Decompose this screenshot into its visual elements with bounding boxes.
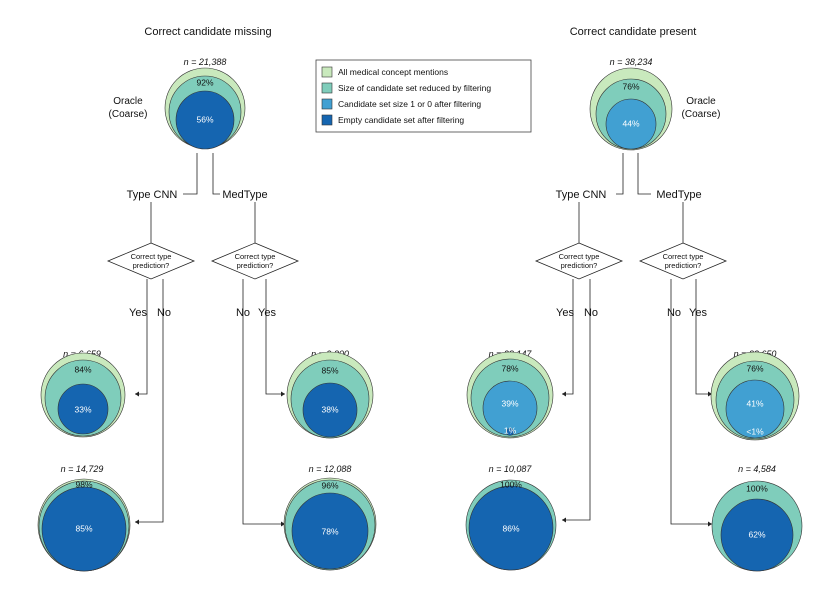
yes-label-left-cnn: Yes [129,307,147,319]
node-right-root: n = 38,234 76% 44% [589,57,673,151]
reduced-pct: 96% [321,480,338,490]
node-left-med-no: n = 12,088 96% 78% [283,464,377,571]
left-connectors [106,153,300,527]
empty-pct: 62% [748,529,765,539]
decision-subtext-right-medtype: prediction? [665,261,702,270]
empty-pct: 86% [502,523,519,533]
no-label-right-cnn: No [584,307,598,319]
small-pct: 44% [622,118,639,128]
reduced-pct: 100% [500,479,522,489]
empty-set-circle [302,382,358,438]
node-count: n = 10,087 [489,464,533,474]
empty-pct: 56% [196,114,213,124]
decision-diamond-right-medtype [638,242,728,280]
branch-label-left-cnn: Type CNN [127,189,178,201]
empty-pct: 85% [75,523,92,533]
decision-text-right-cnn: Correct type [559,252,600,261]
empty-set-circle [57,383,109,435]
node-right-cnn-yes: n = 28,147 78% 39% 1% [466,349,554,439]
node-right-med-yes: n = 33,650 76% 41% <1% [710,349,800,441]
no-label-left-cnn: No [157,307,171,319]
legend-item-small: Candidate set size 1 or 0 after filterin… [338,99,481,109]
decision-subtext-left-medtype: prediction? [237,261,274,270]
empty-pct: <1% [746,426,764,436]
branch-label-right-cnn: Type CNN [556,189,607,201]
small-pct: 39% [501,398,518,408]
right-connectors [534,153,728,527]
decision-diamond-right-cnn [534,242,624,280]
node-right-cnn-no: n = 10,087 100% 86% [465,464,557,571]
legend: All medical concept mentions Size of can… [315,59,532,133]
node-count: n = 12,088 [309,464,352,474]
decision-diamond-left-medtype [210,242,300,280]
small-set-circle [725,379,785,439]
yes-label-right-medtype: Yes [689,307,707,319]
legend-item-reduced: Size of candidate set reduced by filteri… [338,83,491,93]
small-set-circle [605,98,657,150]
node-left-root: n = 21,388 92% 56% [164,57,246,150]
oracle-label-right: Oracle [686,96,716,107]
no-label-right-medtype: No [667,307,681,319]
oracle-sublabel-right: (Coarse) [682,109,721,120]
legend-swatch-reduced [321,82,333,94]
node-left-med-yes: n = 9,300 85% 38% [286,349,374,439]
branch-label-right-medtype: MedType [656,189,701,201]
reduced-pct: 98% [75,479,92,489]
reduced-pct: 85% [321,365,338,375]
reduced-pct: 78% [501,363,518,373]
legend-swatch-small [321,98,333,110]
empty-set-circle [41,486,127,572]
empty-set-circle [720,498,794,572]
legend-swatch-empty [321,114,333,126]
node-count: n = 21,388 [184,57,227,67]
left-panel-title: Correct candidate missing [144,26,271,38]
reduced-pct: 76% [622,81,639,91]
empty-set-circle [506,428,514,436]
reduced-pct: 76% [746,363,763,373]
reduced-pct: 92% [196,77,213,87]
empty-pct: 1% [504,425,517,435]
oracle-label-left: Oracle [113,96,143,107]
no-label-left-medtype: No [236,307,250,319]
reduced-pct: 84% [74,364,91,374]
empty-pct: 33% [74,404,91,414]
legend-swatch-all [321,66,333,78]
decision-subtext-left-cnn: prediction? [133,261,170,270]
node-right-med-no: n = 4,584 100% 62% [711,464,803,572]
node-left-cnn-no: n = 14,729 98% 85% [37,464,131,572]
empty-pct: 78% [321,526,338,536]
yes-label-left-medtype: Yes [258,307,276,319]
decision-diamond-left-cnn [106,242,196,280]
decision-text-right-medtype: Correct type [663,252,704,261]
empty-pct: 38% [321,404,338,414]
decision-text-left-cnn: Correct type [131,252,172,261]
empty-set-circle [175,90,235,150]
empty-set-circle [468,485,554,571]
decision-subtext-right-cnn: prediction? [561,261,598,270]
oracle-sublabel-left: (Coarse) [109,109,148,120]
yes-label-right-cnn: Yes [556,307,574,319]
reduced-pct: 100% [746,483,768,493]
node-left-cnn-yes: n = 6,659 84% 33% [40,349,126,438]
branch-label-left-medtype: MedType [222,189,267,201]
empty-set-circle [291,492,369,570]
legend-item-all: All medical concept mentions [338,67,448,77]
right-panel-title: Correct candidate present [570,26,697,38]
legend-item-empty: Empty candidate set after filtering [338,115,464,125]
decision-text-left-medtype: Correct type [235,252,276,261]
node-count: n = 14,729 [61,464,104,474]
small-pct: 41% [746,398,763,408]
node-count: n = 4,584 [738,464,776,474]
node-count: n = 38,234 [610,57,653,67]
